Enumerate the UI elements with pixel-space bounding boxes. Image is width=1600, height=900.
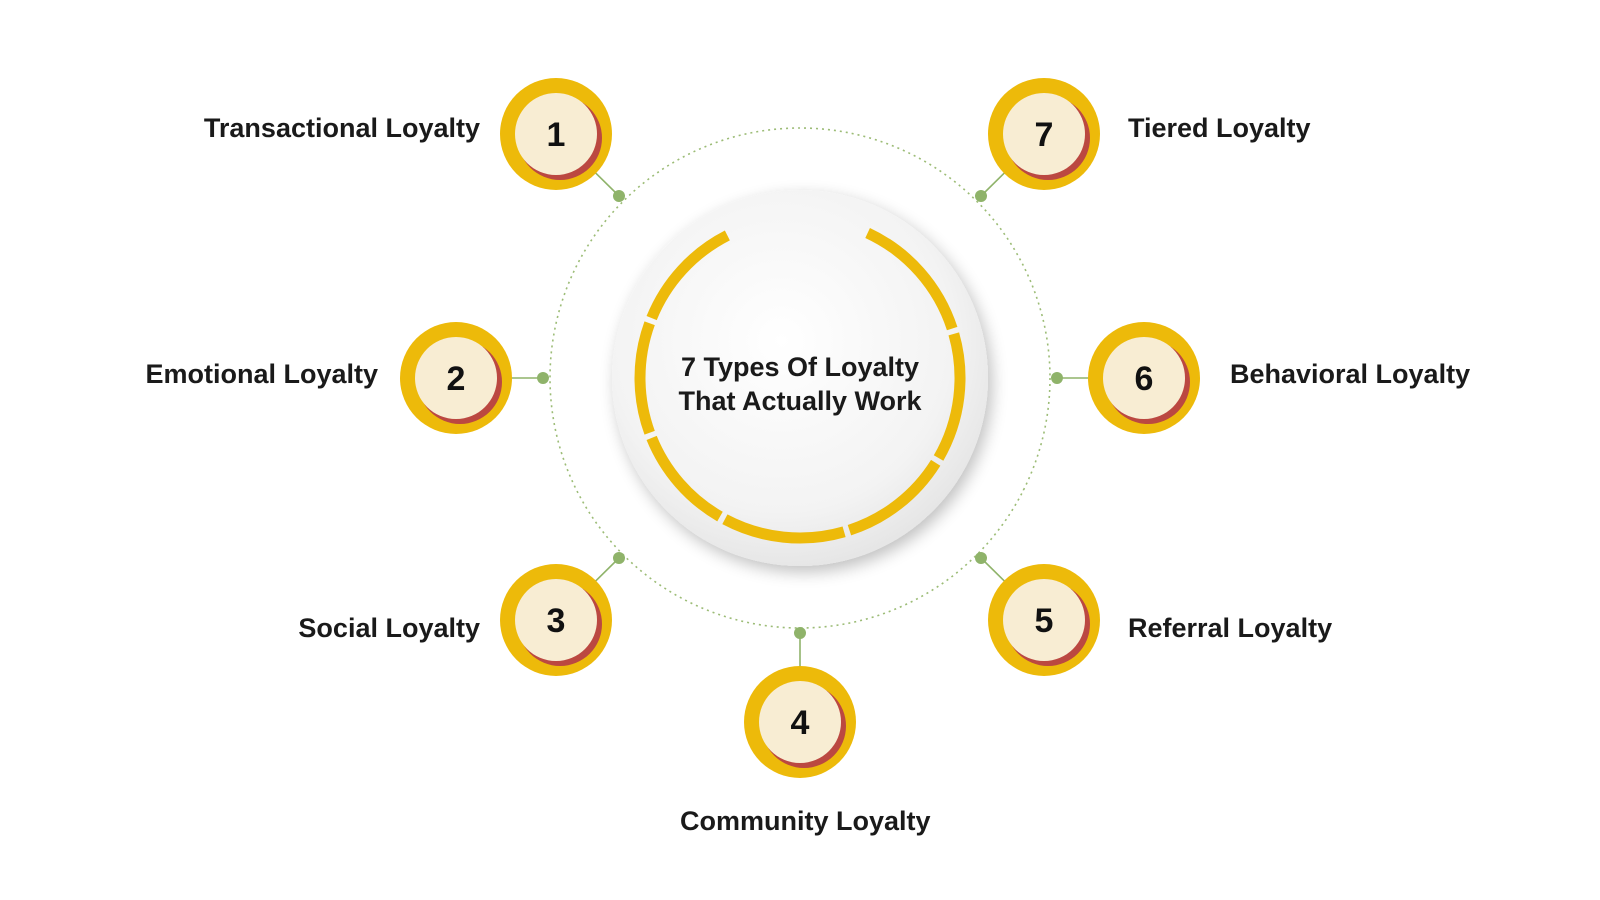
badge-inner	[515, 579, 597, 661]
orbit-ring	[549, 127, 1051, 629]
badge-inner	[1103, 337, 1185, 419]
connector-dot	[975, 552, 987, 564]
number-badges: 1 2 3 4 5 6 7	[400, 78, 1200, 778]
badge-number: 2	[447, 360, 466, 398]
badge-number: 6	[1135, 360, 1154, 398]
badge-inner	[415, 337, 497, 419]
item-label-7: Tiered Loyalty	[1128, 113, 1311, 143]
badge-number: 1	[547, 116, 566, 154]
center-arc-segment	[646, 230, 730, 321]
connector-dot	[794, 627, 806, 639]
connector-dot	[613, 552, 625, 564]
center-arc-segment	[865, 228, 958, 331]
connector-dot	[537, 372, 549, 384]
connector-dot	[975, 190, 987, 202]
connector-line	[980, 557, 1008, 585]
badge-6: 6	[1088, 322, 1200, 434]
badge-7: 7	[988, 78, 1100, 190]
badge-5: 5	[988, 564, 1100, 676]
badge-inner	[1003, 579, 1085, 661]
badge-number: 3	[547, 602, 566, 640]
connector-line	[980, 169, 1008, 197]
item-label-6: Behavioral Loyalty	[1230, 359, 1471, 389]
connector-lines	[508, 169, 1092, 670]
title-line-2: That Actually Work	[678, 386, 922, 416]
connector-line	[592, 169, 620, 197]
badge-number: 7	[1035, 116, 1054, 154]
item-label-1: Transactional Loyalty	[203, 113, 480, 143]
badge-number: 4	[791, 704, 810, 742]
badge-inner	[1003, 93, 1085, 175]
item-label-5: Referral Loyalty	[1128, 613, 1333, 643]
diagram-title: 7 Types Of Loyalty That Actually Work	[650, 350, 950, 418]
badge-inner	[759, 681, 841, 763]
connector-dot	[613, 190, 625, 202]
badge-number: 5	[1035, 602, 1054, 640]
badge-2: 2	[400, 322, 512, 434]
badge-inner	[515, 93, 597, 175]
badge-4: 4	[744, 666, 856, 778]
center-arc-segment	[847, 459, 941, 536]
center-arc-segment	[634, 321, 655, 435]
item-label-3: Social Loyalty	[298, 613, 480, 643]
item-label-2: Emotional Loyalty	[145, 359, 378, 389]
connector-dot	[1051, 372, 1063, 384]
connector-line	[592, 557, 620, 585]
badge-3: 3	[500, 564, 612, 676]
center-arc-ring	[634, 228, 966, 544]
badge-1: 1	[500, 78, 612, 190]
center-disc	[612, 190, 988, 566]
title-line-1: 7 Types Of Loyalty	[680, 352, 920, 382]
item-label-4: Community Loyalty	[680, 806, 931, 836]
center-arc-segment	[933, 332, 966, 461]
center-arc-segment	[722, 514, 846, 544]
center-arc-segment	[646, 435, 723, 522]
